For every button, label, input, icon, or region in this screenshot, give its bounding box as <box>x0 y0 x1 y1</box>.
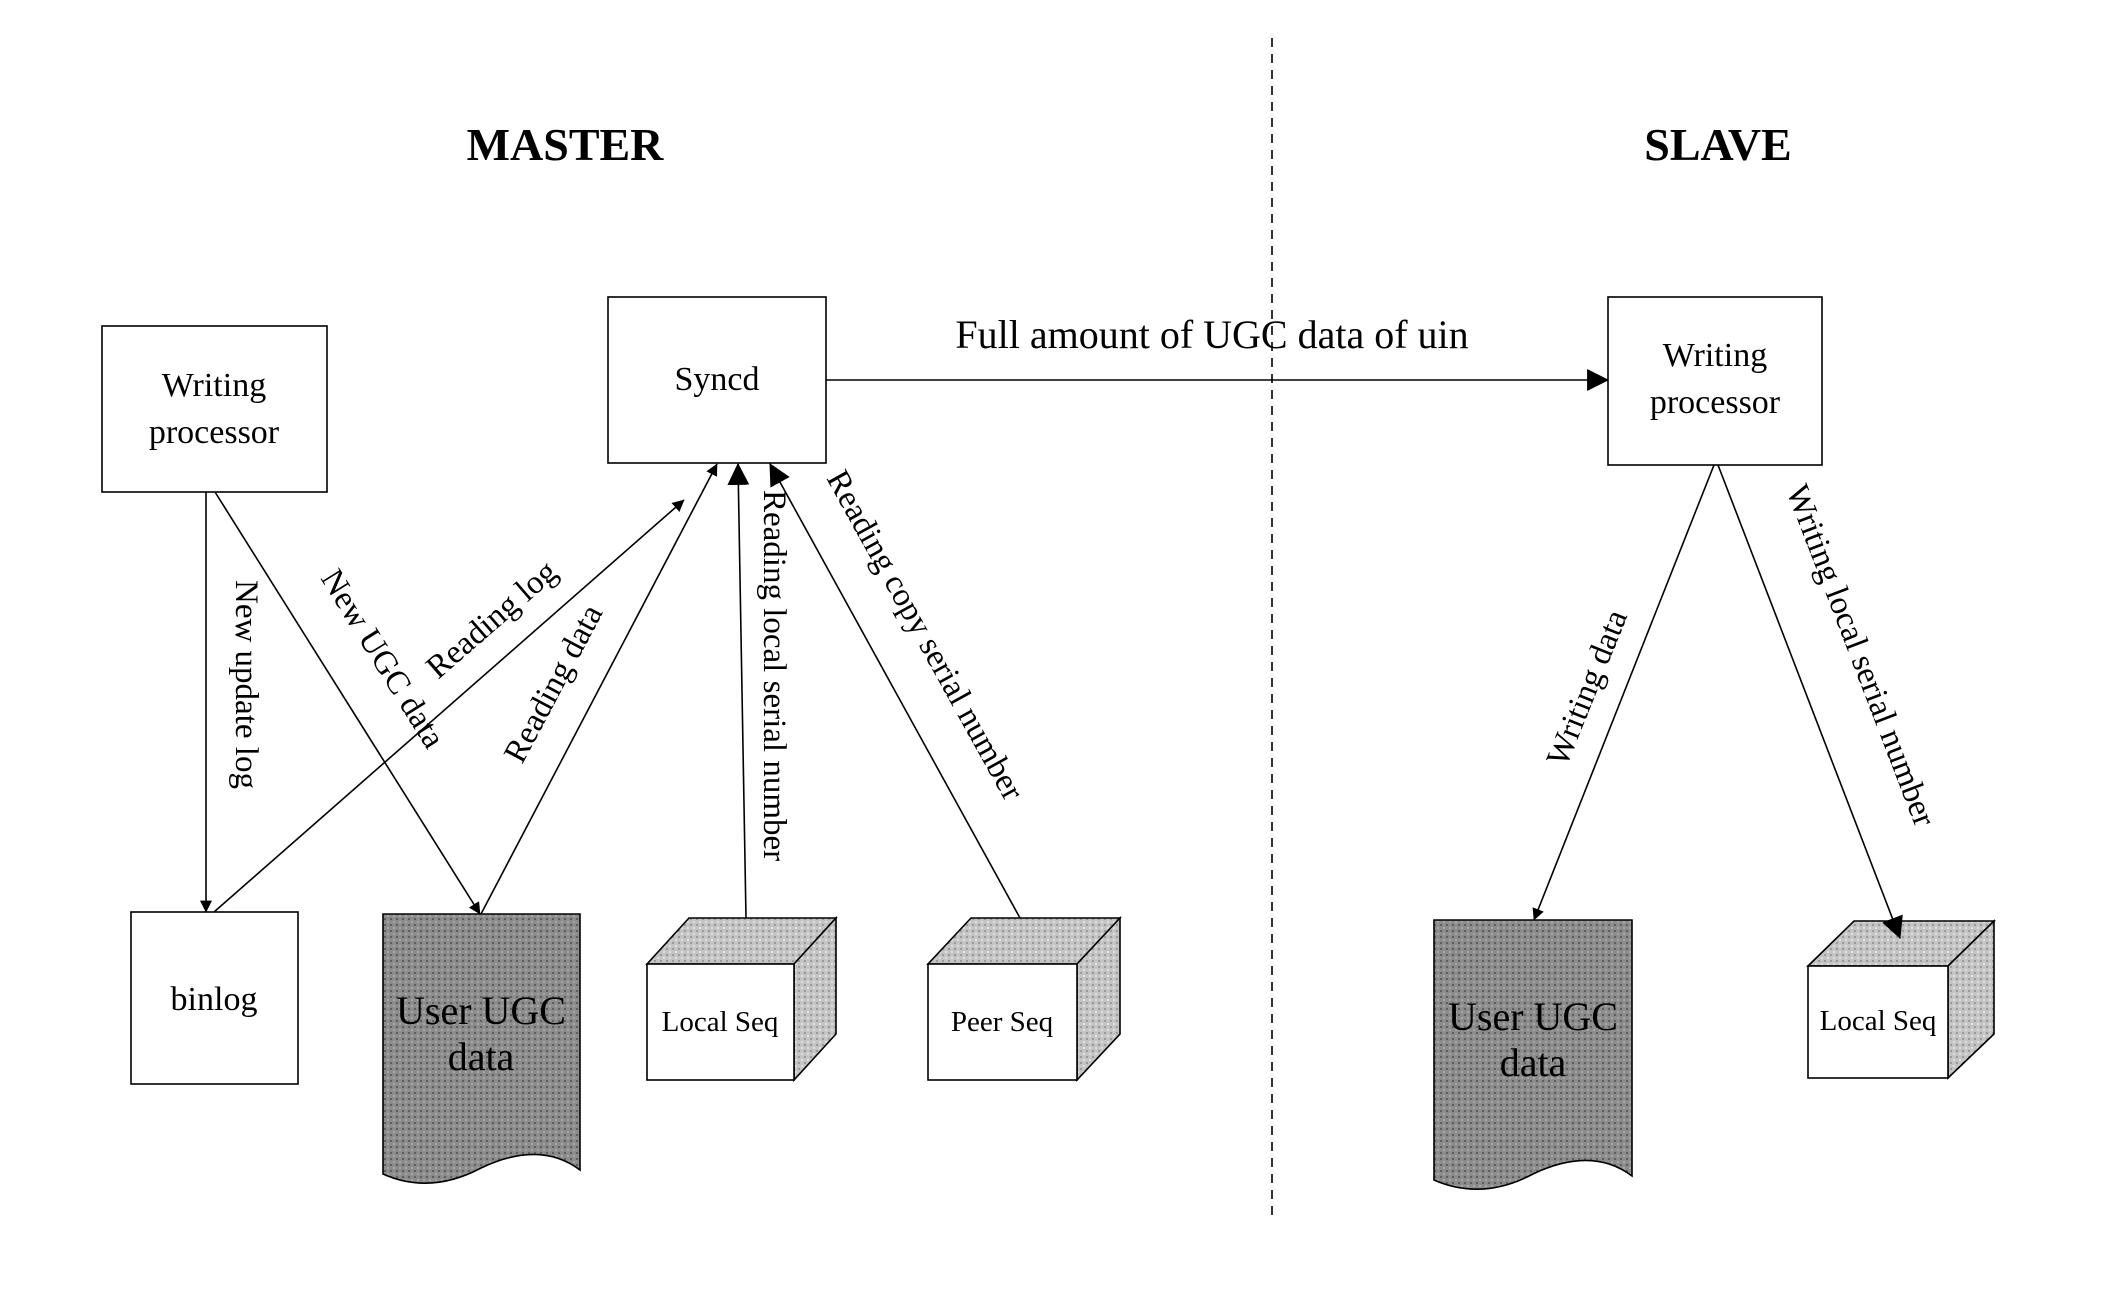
edge-reading-log <box>214 500 684 912</box>
edge-label-writing-local-serial-number: Writing local serial number <box>1779 480 1943 831</box>
master-title: MASTER <box>467 119 665 170</box>
slave-title: SLAVE <box>1644 119 1791 170</box>
slave-user-ugc-data-line1: User UGC <box>1448 994 1618 1039</box>
binlog-node: binlog <box>131 912 298 1084</box>
master-local-seq-label: Local Seq <box>662 1006 779 1038</box>
edge-label-writing-data: Writing data <box>1540 605 1635 771</box>
syncd-label: Syncd <box>675 361 760 398</box>
edge-label-reading-local-serial-number: Reading local serial number <box>756 490 792 861</box>
master-local-seq-node: Local Seq <box>647 918 836 1080</box>
edge-reading-data <box>481 464 717 914</box>
edge-writing-data <box>1534 465 1714 920</box>
edge-label-full-amount: Full amount of UGC data of uin <box>955 312 1468 357</box>
slave-local-seq-label: Local Seq <box>1820 1005 1937 1037</box>
slave-writing-processor-line1: Writing <box>1663 337 1767 374</box>
edge-reading-copy-serial-number <box>770 464 1020 918</box>
master-writing-processor-line1: Writing <box>162 367 266 404</box>
master-user-ugc-data-node: User UGC data <box>383 914 580 1183</box>
peer-seq-node: Peer Seq <box>928 918 1120 1080</box>
slave-user-ugc-data-node: User UGC data <box>1434 920 1632 1189</box>
edge-label-new-update-log: New update log <box>228 580 264 789</box>
slave-writing-processor-node: Writing processor <box>1608 297 1822 465</box>
peer-seq-label: Peer Seq <box>951 1006 1053 1038</box>
master-user-ugc-data-line2: data <box>448 1034 515 1079</box>
binlog-label: binlog <box>171 981 258 1018</box>
slave-user-ugc-data-line2: data <box>1500 1040 1567 1085</box>
edge-reading-local-serial-number <box>738 464 746 918</box>
master-user-ugc-data-line1: User UGC <box>396 988 566 1033</box>
edge-label-reading-copy-serial-number: Reading copy serial number <box>819 464 1030 806</box>
syncd-node: Syncd <box>608 297 826 463</box>
master-writing-processor-node: Writing processor <box>102 326 327 492</box>
slave-writing-processor-line2: processor <box>1650 384 1781 421</box>
slave-local-seq-node: Local Seq <box>1808 921 1994 1078</box>
master-writing-processor-line2: processor <box>149 414 280 451</box>
